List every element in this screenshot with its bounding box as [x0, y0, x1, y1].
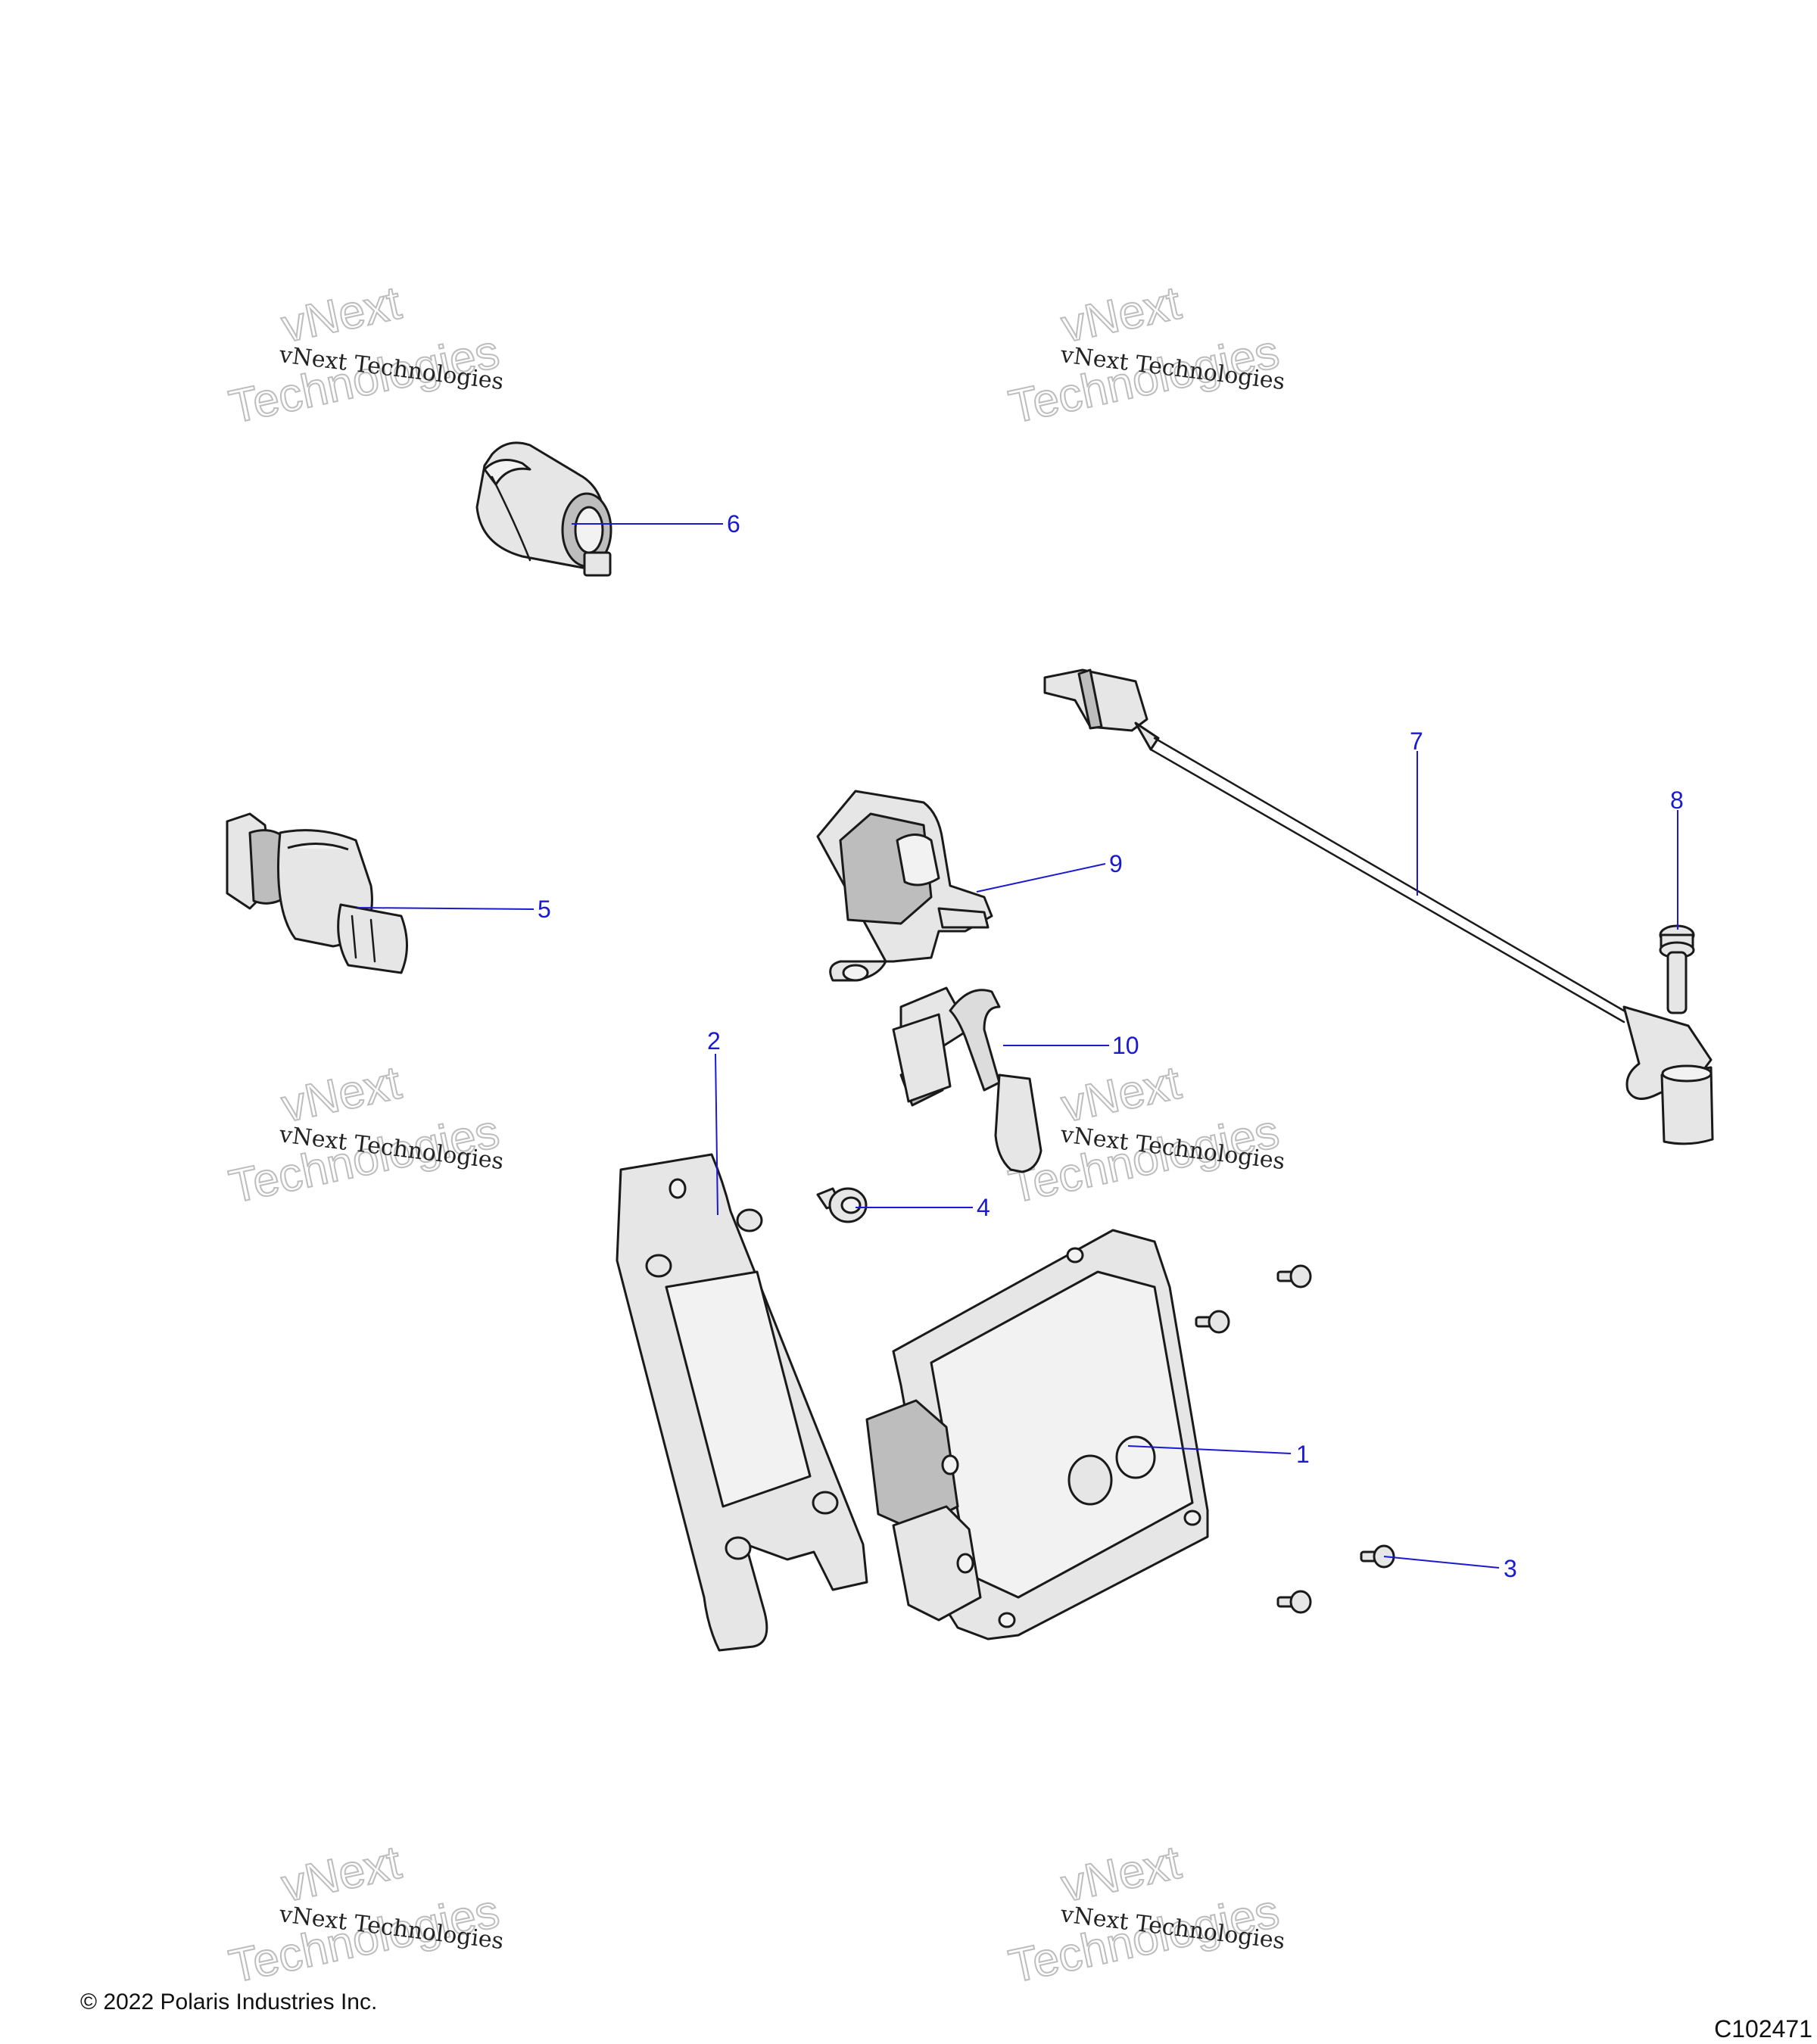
svg-text:4: 4	[977, 1194, 990, 1221]
part-9-bracket-sensor	[816, 790, 993, 982]
callout-1[interactable]: 1	[1127, 1441, 1310, 1468]
callout-3[interactable]: 3	[1383, 1555, 1517, 1582]
svg-text:1: 1	[1296, 1441, 1310, 1468]
figure-code: C102471	[1714, 2015, 1812, 2042]
svg-text:vNext: vNext	[1057, 1057, 1185, 1133]
svg-text:6: 6	[727, 510, 740, 537]
part-5-ignition-switch	[226, 812, 408, 974]
part-8-bolt	[1659, 924, 1695, 1014]
callout-7[interactable]: 7	[1410, 728, 1423, 896]
svg-text:7: 7	[1410, 728, 1423, 755]
part-1-ecu	[865, 1229, 1209, 1640]
svg-text:vNext: vNext	[1057, 1837, 1185, 1912]
watermark-bottom-left: vNext Technologies	[224, 1836, 504, 1994]
watermark-top-left: vNext Technologies	[224, 276, 504, 435]
callout-5[interactable]: 5	[357, 896, 551, 923]
svg-text:vNext: vNext	[277, 1837, 405, 1912]
svg-text:3: 3	[1504, 1555, 1517, 1582]
part-6-cylinder	[475, 441, 612, 577]
watermark-top-center: vNext Technologies	[1004, 276, 1284, 435]
callout-8[interactable]: 8	[1670, 787, 1684, 930]
copyright-notice: © 2022 Polaris Industries Inc.	[80, 1989, 378, 2014]
part-7-sensor-cable	[1043, 668, 1714, 1145]
watermark-mid-left: vNext Technologies	[224, 1056, 504, 1214]
screw-b	[1195, 1310, 1230, 1334]
callout-6[interactable]: 6	[572, 510, 740, 537]
callout-2[interactable]: 2	[707, 1027, 721, 1216]
svg-text:5: 5	[538, 896, 551, 923]
callout-10[interactable]: 10	[1003, 1032, 1139, 1059]
svg-text:vNext: vNext	[277, 277, 405, 353]
watermark-bottom-center: vNext Technologies	[1004, 1836, 1284, 1994]
screw-d	[1276, 1590, 1312, 1614]
svg-text:2: 2	[707, 1027, 721, 1055]
callout-9[interactable]: 9	[976, 850, 1123, 893]
svg-text:vNext: vNext	[277, 1057, 405, 1133]
screw-a	[1276, 1264, 1312, 1288]
svg-text:8: 8	[1670, 787, 1684, 814]
svg-text:10: 10	[1112, 1032, 1139, 1059]
part-10-pigtail	[892, 986, 1043, 1173]
callout-4[interactable]: 4	[856, 1194, 990, 1221]
part-4-rivet	[816, 1187, 868, 1223]
part-3-screws	[1195, 1264, 1395, 1614]
svg-text:9: 9	[1109, 850, 1123, 877]
part-2-mounting-bracket	[616, 1153, 868, 1652]
svg-text:vNext: vNext	[1057, 277, 1185, 353]
